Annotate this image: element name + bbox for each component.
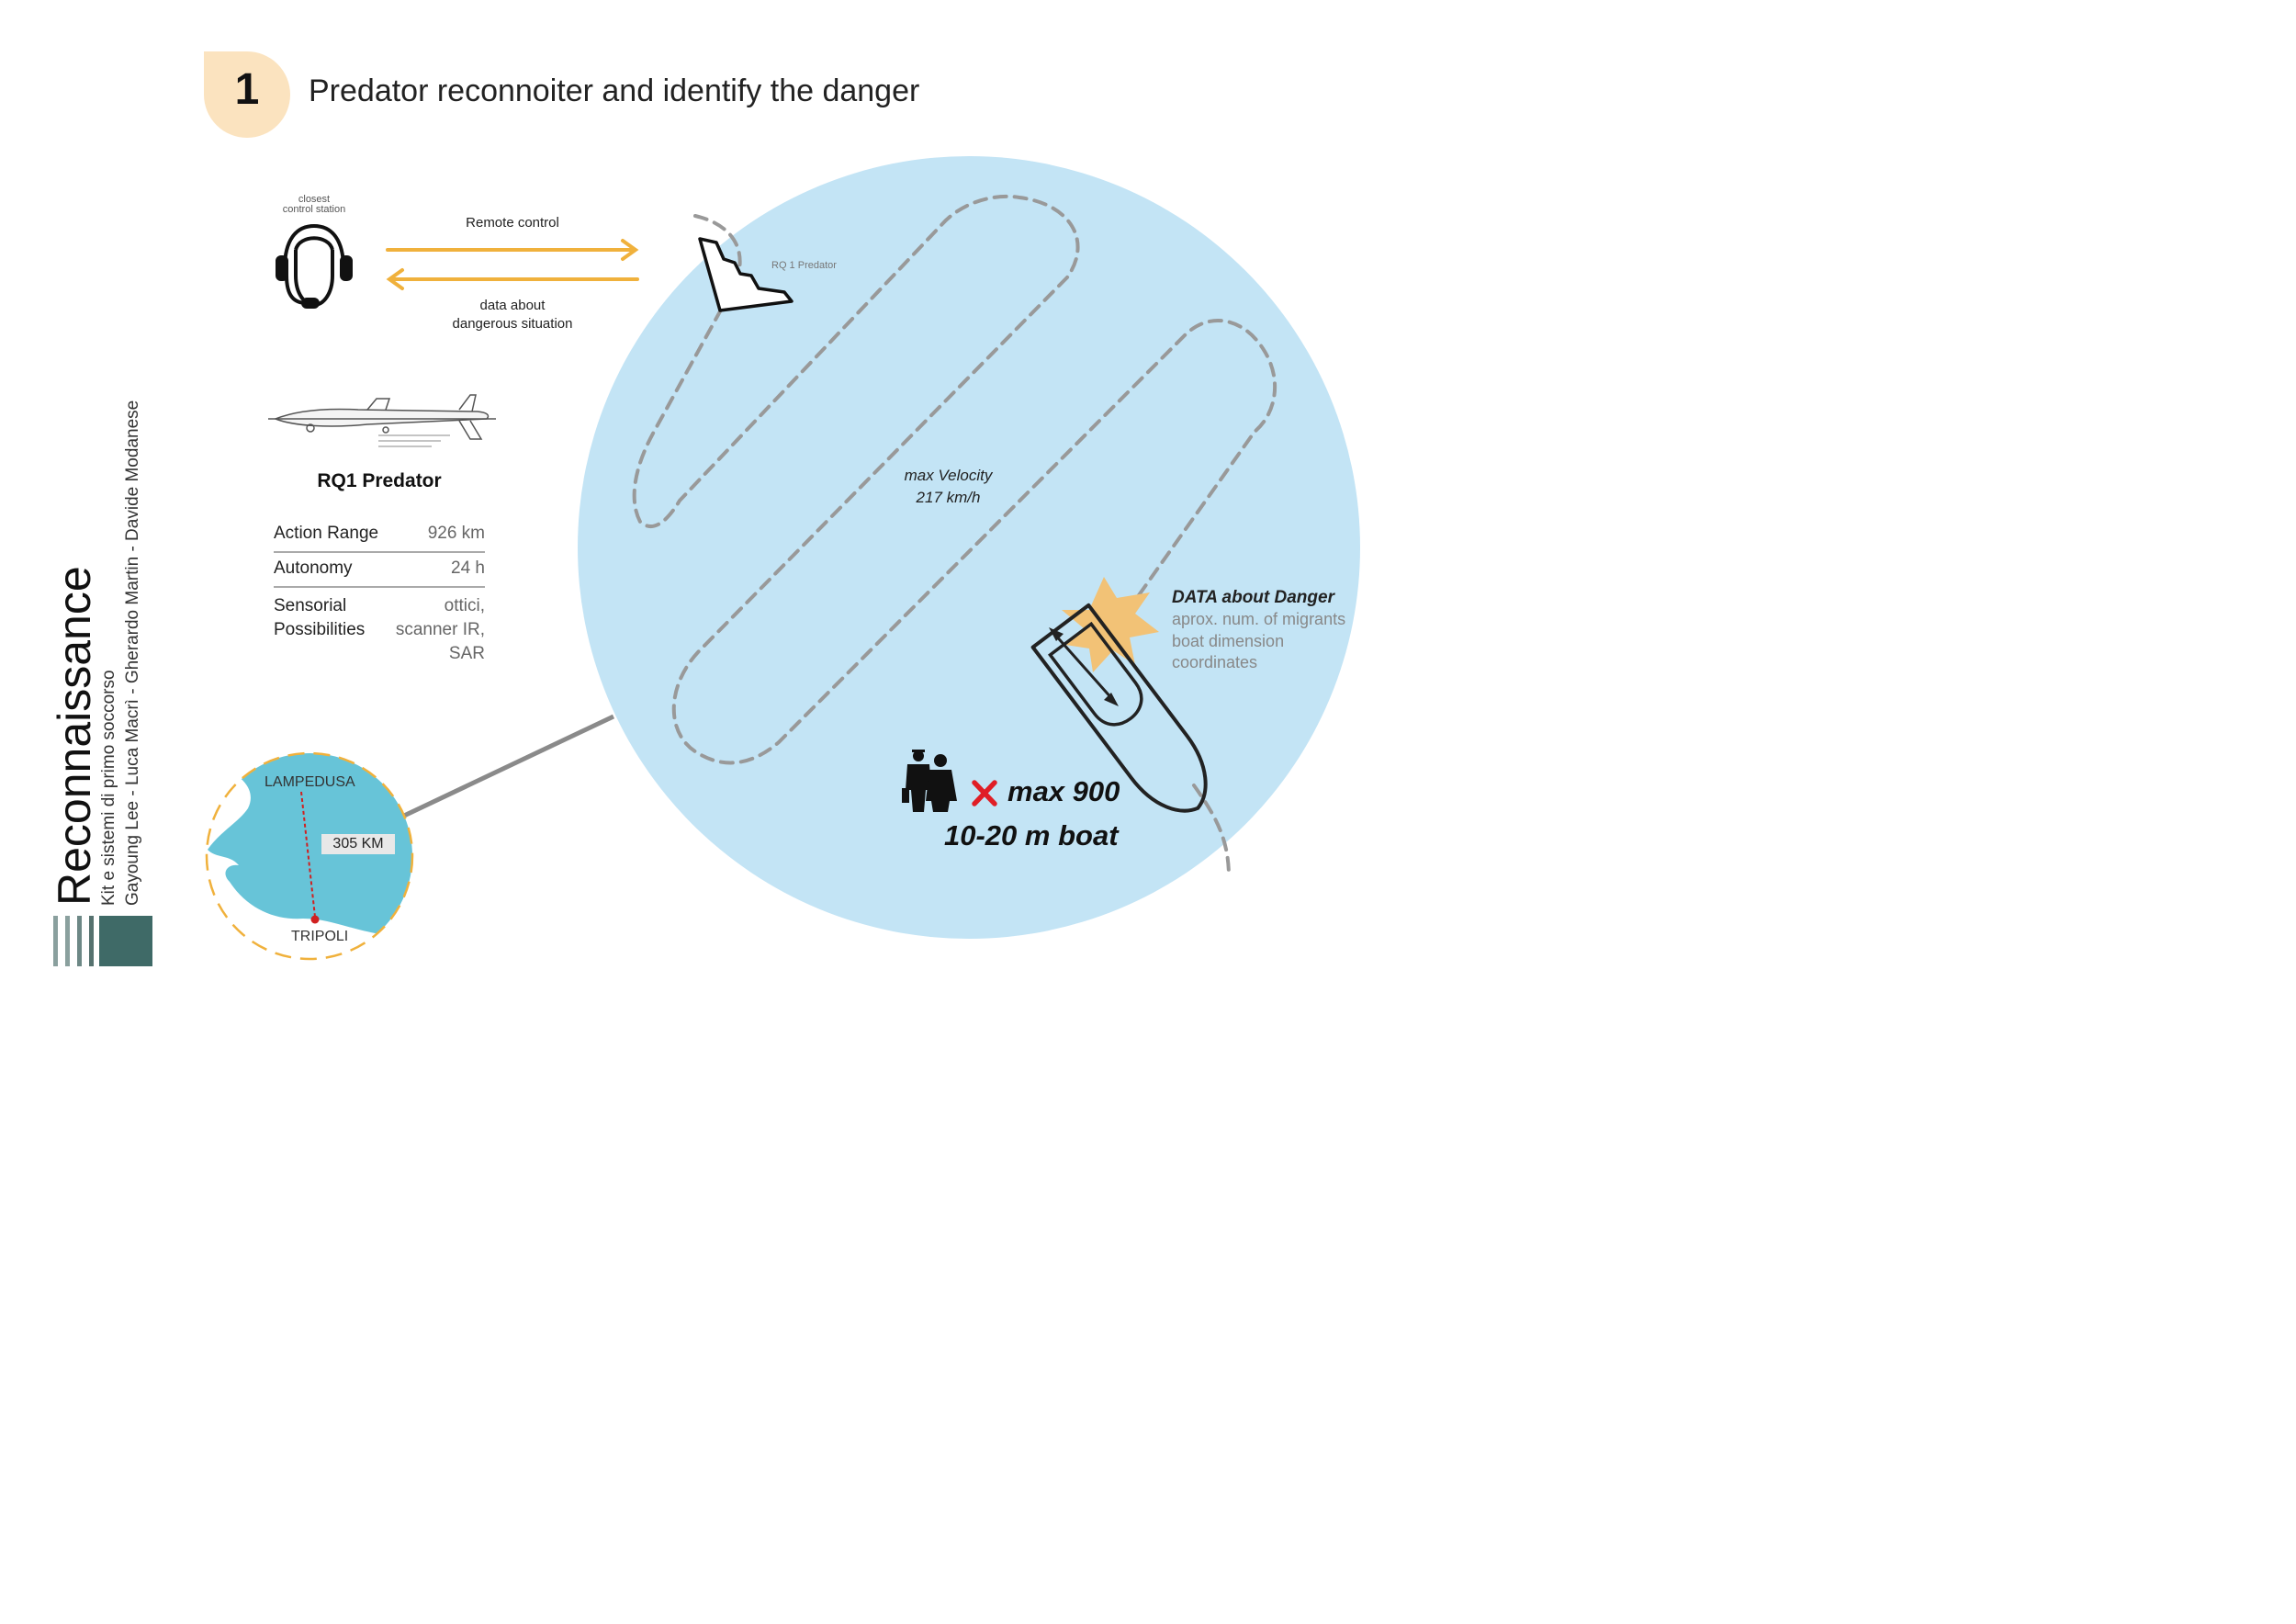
spec-key: Autonomy bbox=[274, 558, 353, 578]
remote-control-arrow bbox=[386, 239, 639, 261]
step-number: 1 bbox=[234, 65, 260, 114]
spec-value: SAR bbox=[448, 644, 485, 663]
spec-value: scanner IR, bbox=[395, 620, 485, 639]
headset-operator-icon bbox=[276, 223, 353, 309]
data-about-label-1: data about bbox=[479, 298, 546, 313]
sidebar-subtitle: Kit e sistemi di primo soccorso bbox=[99, 670, 118, 906]
tripoli-marker bbox=[310, 915, 320, 924]
map-inset bbox=[205, 751, 414, 961]
spec-divider bbox=[274, 551, 485, 553]
data-about-label-2: dangerous situation bbox=[452, 316, 573, 332]
spec-value: ottici, bbox=[444, 596, 485, 615]
spec-row-autonomy: Autonomy 24 h bbox=[274, 558, 485, 582]
danger-title: DATA about Danger bbox=[1172, 588, 1334, 607]
sidebar-title: Reconnaissance bbox=[49, 566, 100, 906]
max-migrants: max 900 bbox=[1007, 775, 1120, 807]
spec-value: 24 h bbox=[451, 558, 485, 578]
diagram-canvas bbox=[53, 156, 1360, 966]
surveillance-area-circle bbox=[578, 156, 1360, 939]
step-title: Predator reconnoiter and identify the da… bbox=[309, 73, 920, 108]
velocity-value: 217 km/h bbox=[916, 489, 981, 506]
danger-item: aprox. num. of migrants bbox=[1172, 610, 1346, 628]
multiply-icon bbox=[972, 780, 997, 806]
distance-label: 305 KM bbox=[321, 834, 395, 854]
boat-icon bbox=[1030, 603, 1208, 813]
step-badge bbox=[204, 51, 290, 138]
boat-dimension-arrow bbox=[1049, 627, 1119, 706]
connector-line bbox=[402, 714, 615, 818]
spec-row-sensorial: Sensorial Possibilities ottici, scanner … bbox=[274, 594, 485, 668]
spec-key: Action Range bbox=[274, 524, 379, 543]
drone-name: RQ1 Predator bbox=[317, 470, 442, 491]
danger-item: coordinates bbox=[1172, 653, 1258, 671]
drone-label: RQ 1 Predator bbox=[771, 260, 837, 271]
flight-path-tail bbox=[1192, 784, 1231, 879]
sidebar-authors: Gayoung Lee - Luca Macrì - Gherardo Mart… bbox=[123, 400, 142, 906]
sidebar-bars-decoration bbox=[53, 916, 152, 966]
route-line bbox=[300, 791, 316, 918]
predator-drone-icon bbox=[698, 237, 793, 312]
data-return-arrow bbox=[386, 268, 639, 290]
remote-control-label: Remote control bbox=[466, 215, 559, 231]
danger-star-icon bbox=[1062, 577, 1159, 672]
boat-size: 10-20 m boat bbox=[944, 819, 1119, 851]
spec-row-action-range: Action Range 926 km bbox=[274, 524, 485, 547]
danger-item: boat dimension bbox=[1172, 632, 1285, 650]
spec-value: 926 km bbox=[427, 524, 485, 543]
spec-divider bbox=[274, 586, 485, 588]
control-station-label-2: control station bbox=[282, 204, 346, 215]
spec-key: Possibilities bbox=[274, 620, 366, 639]
map-label-lampedusa: LAMPEDUSA bbox=[264, 774, 355, 790]
map-label-tripoli: TRIPOLI bbox=[291, 929, 349, 944]
velocity-label: max Velocity bbox=[904, 467, 993, 484]
control-station-label-1: closest bbox=[298, 194, 331, 205]
spec-key: Sensorial bbox=[274, 596, 347, 615]
predator-sketch-image bbox=[268, 394, 496, 447]
migrants-icon bbox=[902, 750, 957, 812]
flight-path bbox=[632, 194, 1277, 765]
